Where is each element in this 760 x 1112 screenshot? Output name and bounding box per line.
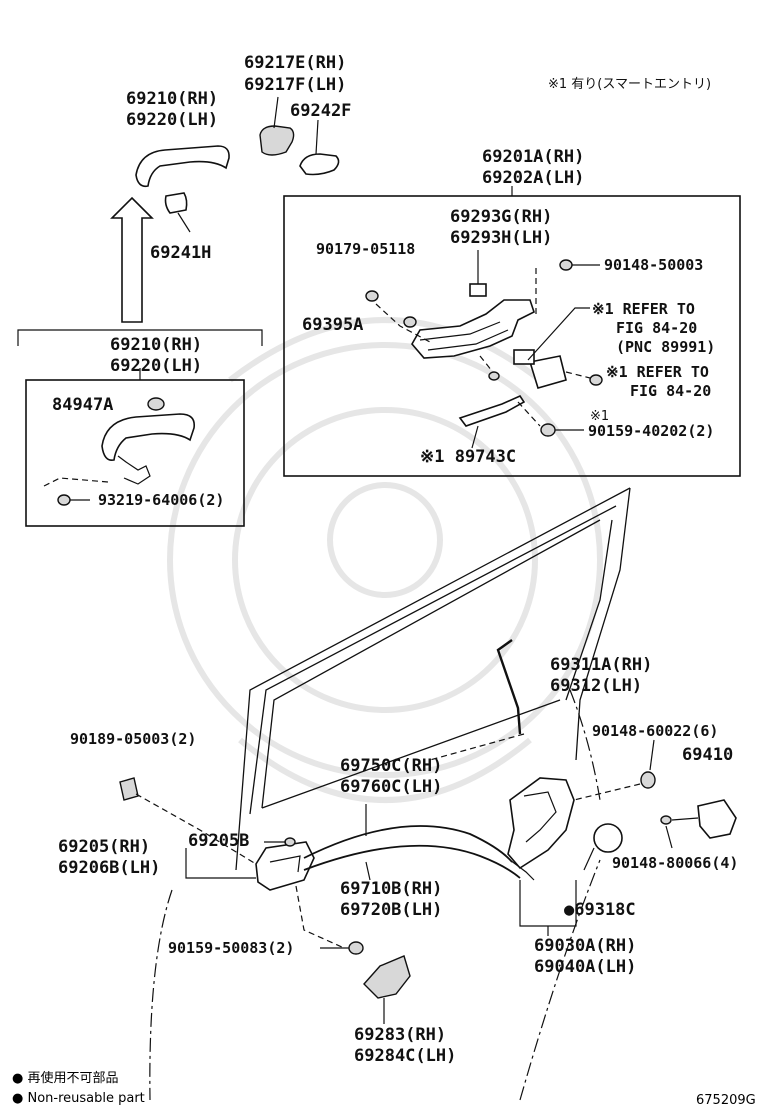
- label-90159-40202: 90159-40202(2): [588, 422, 714, 440]
- label-69217-rh: 69217E(RH): [244, 53, 346, 73]
- handle-cover-69283: [363, 955, 411, 999]
- bolt-90148-60022: [640, 771, 656, 789]
- label-69710B-rh: 69710B(RH): [340, 879, 442, 899]
- door-lock-assy: [507, 777, 575, 870]
- label-69242F: 69242F: [290, 101, 351, 121]
- label-69750C-lh: 69760C(LH): [340, 777, 442, 797]
- label-69318C: ●69318C: [564, 900, 636, 920]
- figure-id: 675209G: [696, 1093, 756, 1108]
- door-frame-outline: [149, 487, 631, 1101]
- label-69201A-rh: 69201A(RH): [482, 147, 584, 167]
- bolt-90148-50003: [559, 259, 573, 271]
- handle-gasket: [164, 192, 188, 214]
- lock-bracket-89743C: [458, 394, 526, 427]
- label-89743C: ※1 89743C: [420, 447, 516, 467]
- outside-handle: [135, 145, 230, 188]
- label-refer2-line2: FIG 84-20: [630, 382, 711, 400]
- label-69395A: 69395A: [302, 315, 363, 335]
- nut-90179: [365, 290, 379, 302]
- bolt-90159-40202: [540, 423, 556, 437]
- label-69311A-lh: 69312(LH): [550, 676, 642, 696]
- label-69030A-rh: 69030A(RH): [534, 936, 636, 956]
- screw-93219: [57, 494, 71, 506]
- watermark-emblem: [167, 317, 603, 803]
- label-90159-40202-mark: ※1: [590, 409, 609, 424]
- upgrade-arrow: [110, 196, 154, 323]
- label-refer1-line2: FIG 84-20: [616, 319, 697, 337]
- legend-line-en: ● Non-reusable part: [12, 1091, 145, 1106]
- lock-cable: [303, 844, 521, 879]
- label-90148-50003: 90148-50003: [604, 256, 703, 274]
- label-69205-lh: 69206B(LH): [58, 858, 160, 878]
- note-smart-entry: ※1 有り(スマートエントリ): [548, 77, 711, 92]
- grommet-69318C: [593, 823, 623, 853]
- label-69293G-rh: 69293G(RH): [450, 207, 552, 227]
- label-69030A-lh: 69040A(LH): [534, 957, 636, 977]
- label-69283-rh: 69283(RH): [354, 1025, 446, 1045]
- handle-cap-84947A: [147, 397, 165, 411]
- label-90179: 90179-05118: [316, 240, 415, 258]
- striker-69410: [697, 799, 737, 839]
- label-90189: 90189-05003(2): [70, 730, 196, 748]
- label-84947A: 84947A: [52, 395, 113, 415]
- label-90159-50083: 90159-50083(2): [168, 939, 294, 957]
- clip-90189: [119, 777, 139, 801]
- lock-rod: [496, 639, 522, 735]
- label-69710B-lh: 69720B(LH): [340, 900, 442, 920]
- lock-mechanism: [411, 299, 535, 359]
- label-69210-top-rh: 69210(RH): [126, 89, 218, 109]
- nut-69395A: [403, 316, 417, 328]
- label-90148-60022: 90148-60022(6): [592, 722, 718, 740]
- handle-pad: [299, 153, 340, 176]
- label-69293G-lh: 69293H(LH): [450, 228, 552, 248]
- handle-cap: [259, 125, 295, 156]
- label-69201A-lh: 69202A(LH): [482, 168, 584, 188]
- label-69205B: 69205B: [188, 831, 249, 851]
- label-refer2-line1: ※1 REFER TO: [606, 363, 709, 381]
- bolt-refer-2: [589, 374, 603, 386]
- label-69283-lh: 69284C(LH): [354, 1046, 456, 1066]
- label-69210-box-lh: 69220(LH): [110, 356, 202, 376]
- label-refer1-line1: ※1 REFER TO: [592, 300, 695, 318]
- label-93219: 93219-64006(2): [98, 491, 224, 509]
- smart-entry-box: [25, 379, 245, 527]
- inside-handle: [255, 841, 315, 891]
- label-69241H: 69241H: [150, 243, 211, 263]
- lock-actuator: [528, 355, 567, 389]
- smart-entry-handle: [101, 413, 196, 462]
- label-90148-80066: 90148-80066(4): [612, 854, 738, 872]
- label-69311A-rh: 69311A(RH): [550, 655, 652, 675]
- key-cylinder-lever: [469, 283, 487, 297]
- inside-handle-cable: [303, 825, 513, 863]
- label-69217-lh: 69217F(LH): [244, 75, 346, 95]
- bolt-90159-50083: [348, 941, 364, 955]
- label-69205-rh: 69205(RH): [58, 837, 150, 857]
- legend-line-jp: ● 再使用不可部品: [12, 1070, 118, 1086]
- label-69410: 69410: [682, 745, 733, 765]
- label-69210-top-lh: 69220(LH): [126, 110, 218, 130]
- label-refer1-line3: (PNC 89991): [616, 338, 715, 356]
- label-69750C-rh: 69750C(RH): [340, 756, 442, 776]
- label-69210-box-rh: 69210(RH): [110, 335, 202, 355]
